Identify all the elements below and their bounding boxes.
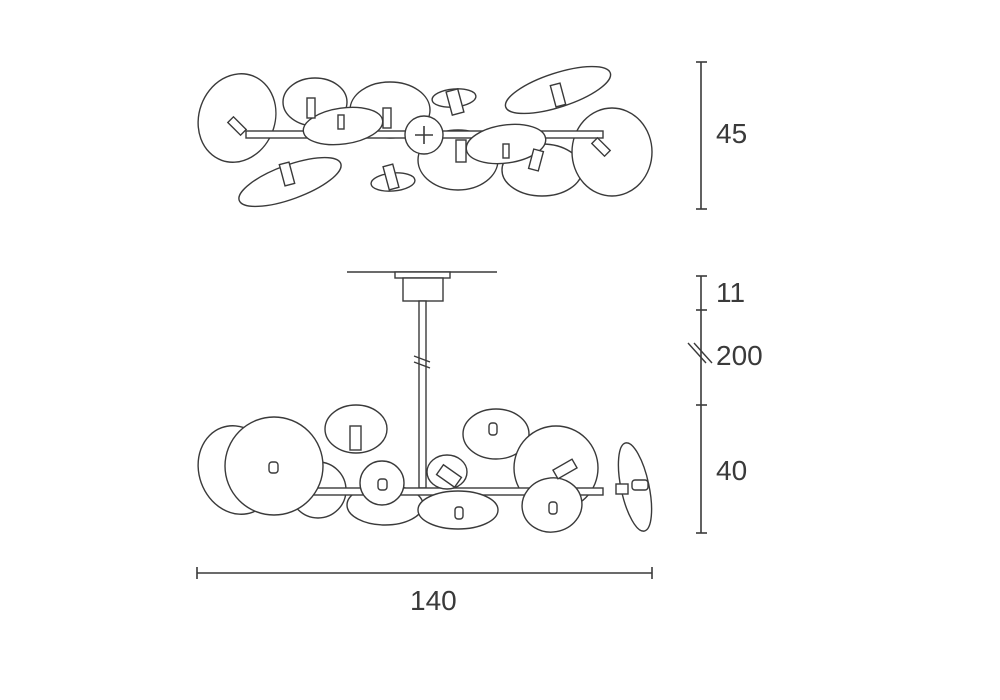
dimension-label-suspension-length: 200 [716,340,763,371]
dimension-label-width: 140 [410,585,457,616]
dimension-label-body-height: 40 [716,455,748,486]
dimension-label-canopy-height: 11 [716,277,746,308]
top-view [197,65,653,208]
side-view [197,271,653,533]
dimension-lines [196,61,713,579]
dimension-label-top-height: 45 [716,118,748,149]
